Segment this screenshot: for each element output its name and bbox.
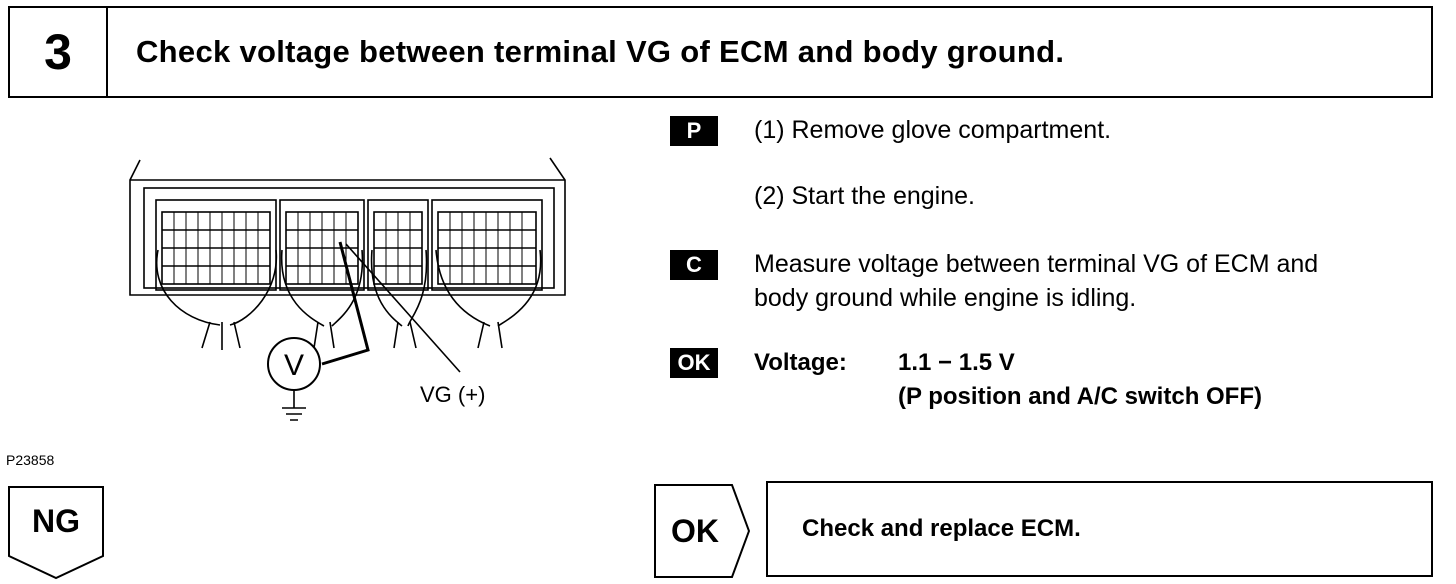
ok-label: OK <box>671 512 719 549</box>
check-badge: C <box>670 250 718 280</box>
spec-label: Voltage: <box>754 349 847 376</box>
ok-action-text: Check and replace ECM. <box>802 515 1081 542</box>
step-number: 3 <box>10 8 108 96</box>
ng-result-shape <box>8 486 104 580</box>
prep-step-1: (1) Remove glove compartment. <box>754 116 1112 144</box>
prep-step-2: (2) Start the engine. <box>754 182 975 210</box>
probe-label: VG (+) <box>420 382 485 407</box>
ng-label: NG <box>32 502 80 539</box>
prep-badge: P <box>670 116 718 146</box>
ok-badge: OK <box>670 348 718 378</box>
spec-value: 1.1 − 1.5 V <box>898 349 1015 376</box>
check-text-line2: body ground while engine is idling. <box>754 284 1137 312</box>
check-text-line1: Measure voltage between terminal VG of E… <box>754 250 1319 278</box>
spec-condition: (P position and A/C switch OFF) <box>898 383 1262 410</box>
ok-result-shape <box>654 484 750 578</box>
connector-block-4 <box>431 199 543 291</box>
figure-code: P23858 <box>6 452 55 468</box>
ground-icon <box>282 390 306 421</box>
step-header: 3 Check voltage between terminal VG of E… <box>8 6 1433 98</box>
voltmeter-symbol: V <box>284 349 304 382</box>
ok-action-box: Check and replace ECM. <box>766 481 1433 577</box>
ecm-connector-diagram: V VG (+) <box>129 157 566 421</box>
step-title: Check voltage between terminal VG of ECM… <box>136 34 1065 69</box>
